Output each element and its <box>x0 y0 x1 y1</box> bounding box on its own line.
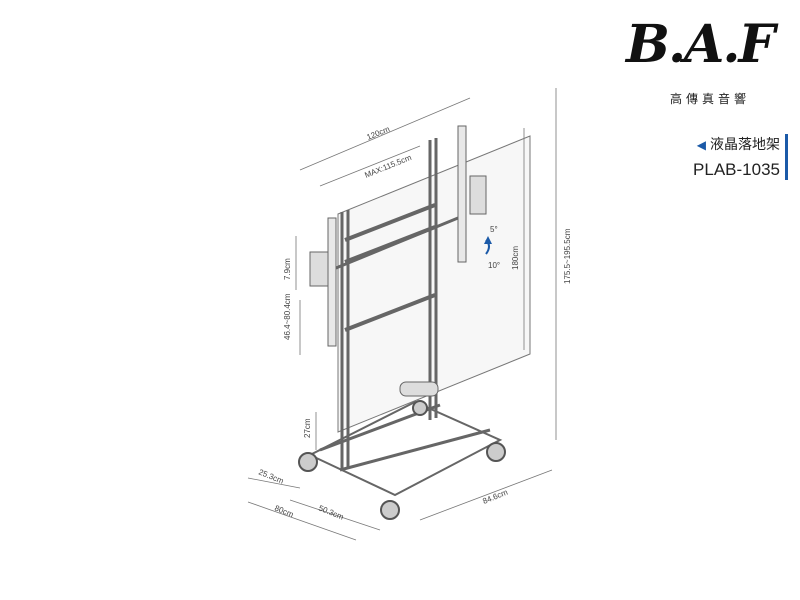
dim-height-panel: 180cm <box>511 246 520 270</box>
dim-tilt-down: 10° <box>488 261 500 270</box>
dim-base-inner: 50.3cm <box>317 504 345 522</box>
product-category-label: 液晶落地架 <box>710 137 780 153</box>
dim-rail-spacing: 7.9cm <box>283 258 292 280</box>
logo-text: B.A.F <box>626 14 775 75</box>
dim-base-depth: 80cm <box>273 504 295 520</box>
triangle-icon: ◀ <box>696 138 706 152</box>
product-model: PLAB-1035 <box>693 160 780 179</box>
product-category: ◀ 液晶落地架 <box>697 134 780 154</box>
accent-bar <box>785 134 788 180</box>
dim-vertical-range: 46.4~80.4cm <box>283 293 292 340</box>
dim-width-total: 120cm <box>365 124 391 141</box>
dim-wheel-offset: 25.3cm <box>257 468 285 486</box>
dim-base-height: 27cm <box>303 418 312 438</box>
logo-subtitle: 高傳真音響 <box>670 92 751 106</box>
dim-base-width: 84.6cm <box>481 488 509 506</box>
dim-width-max: MAX:115.5cm <box>363 153 413 180</box>
dim-tilt-up: 5° <box>490 225 498 234</box>
dim-height-overall: 175.5~195.5cm <box>563 228 572 284</box>
